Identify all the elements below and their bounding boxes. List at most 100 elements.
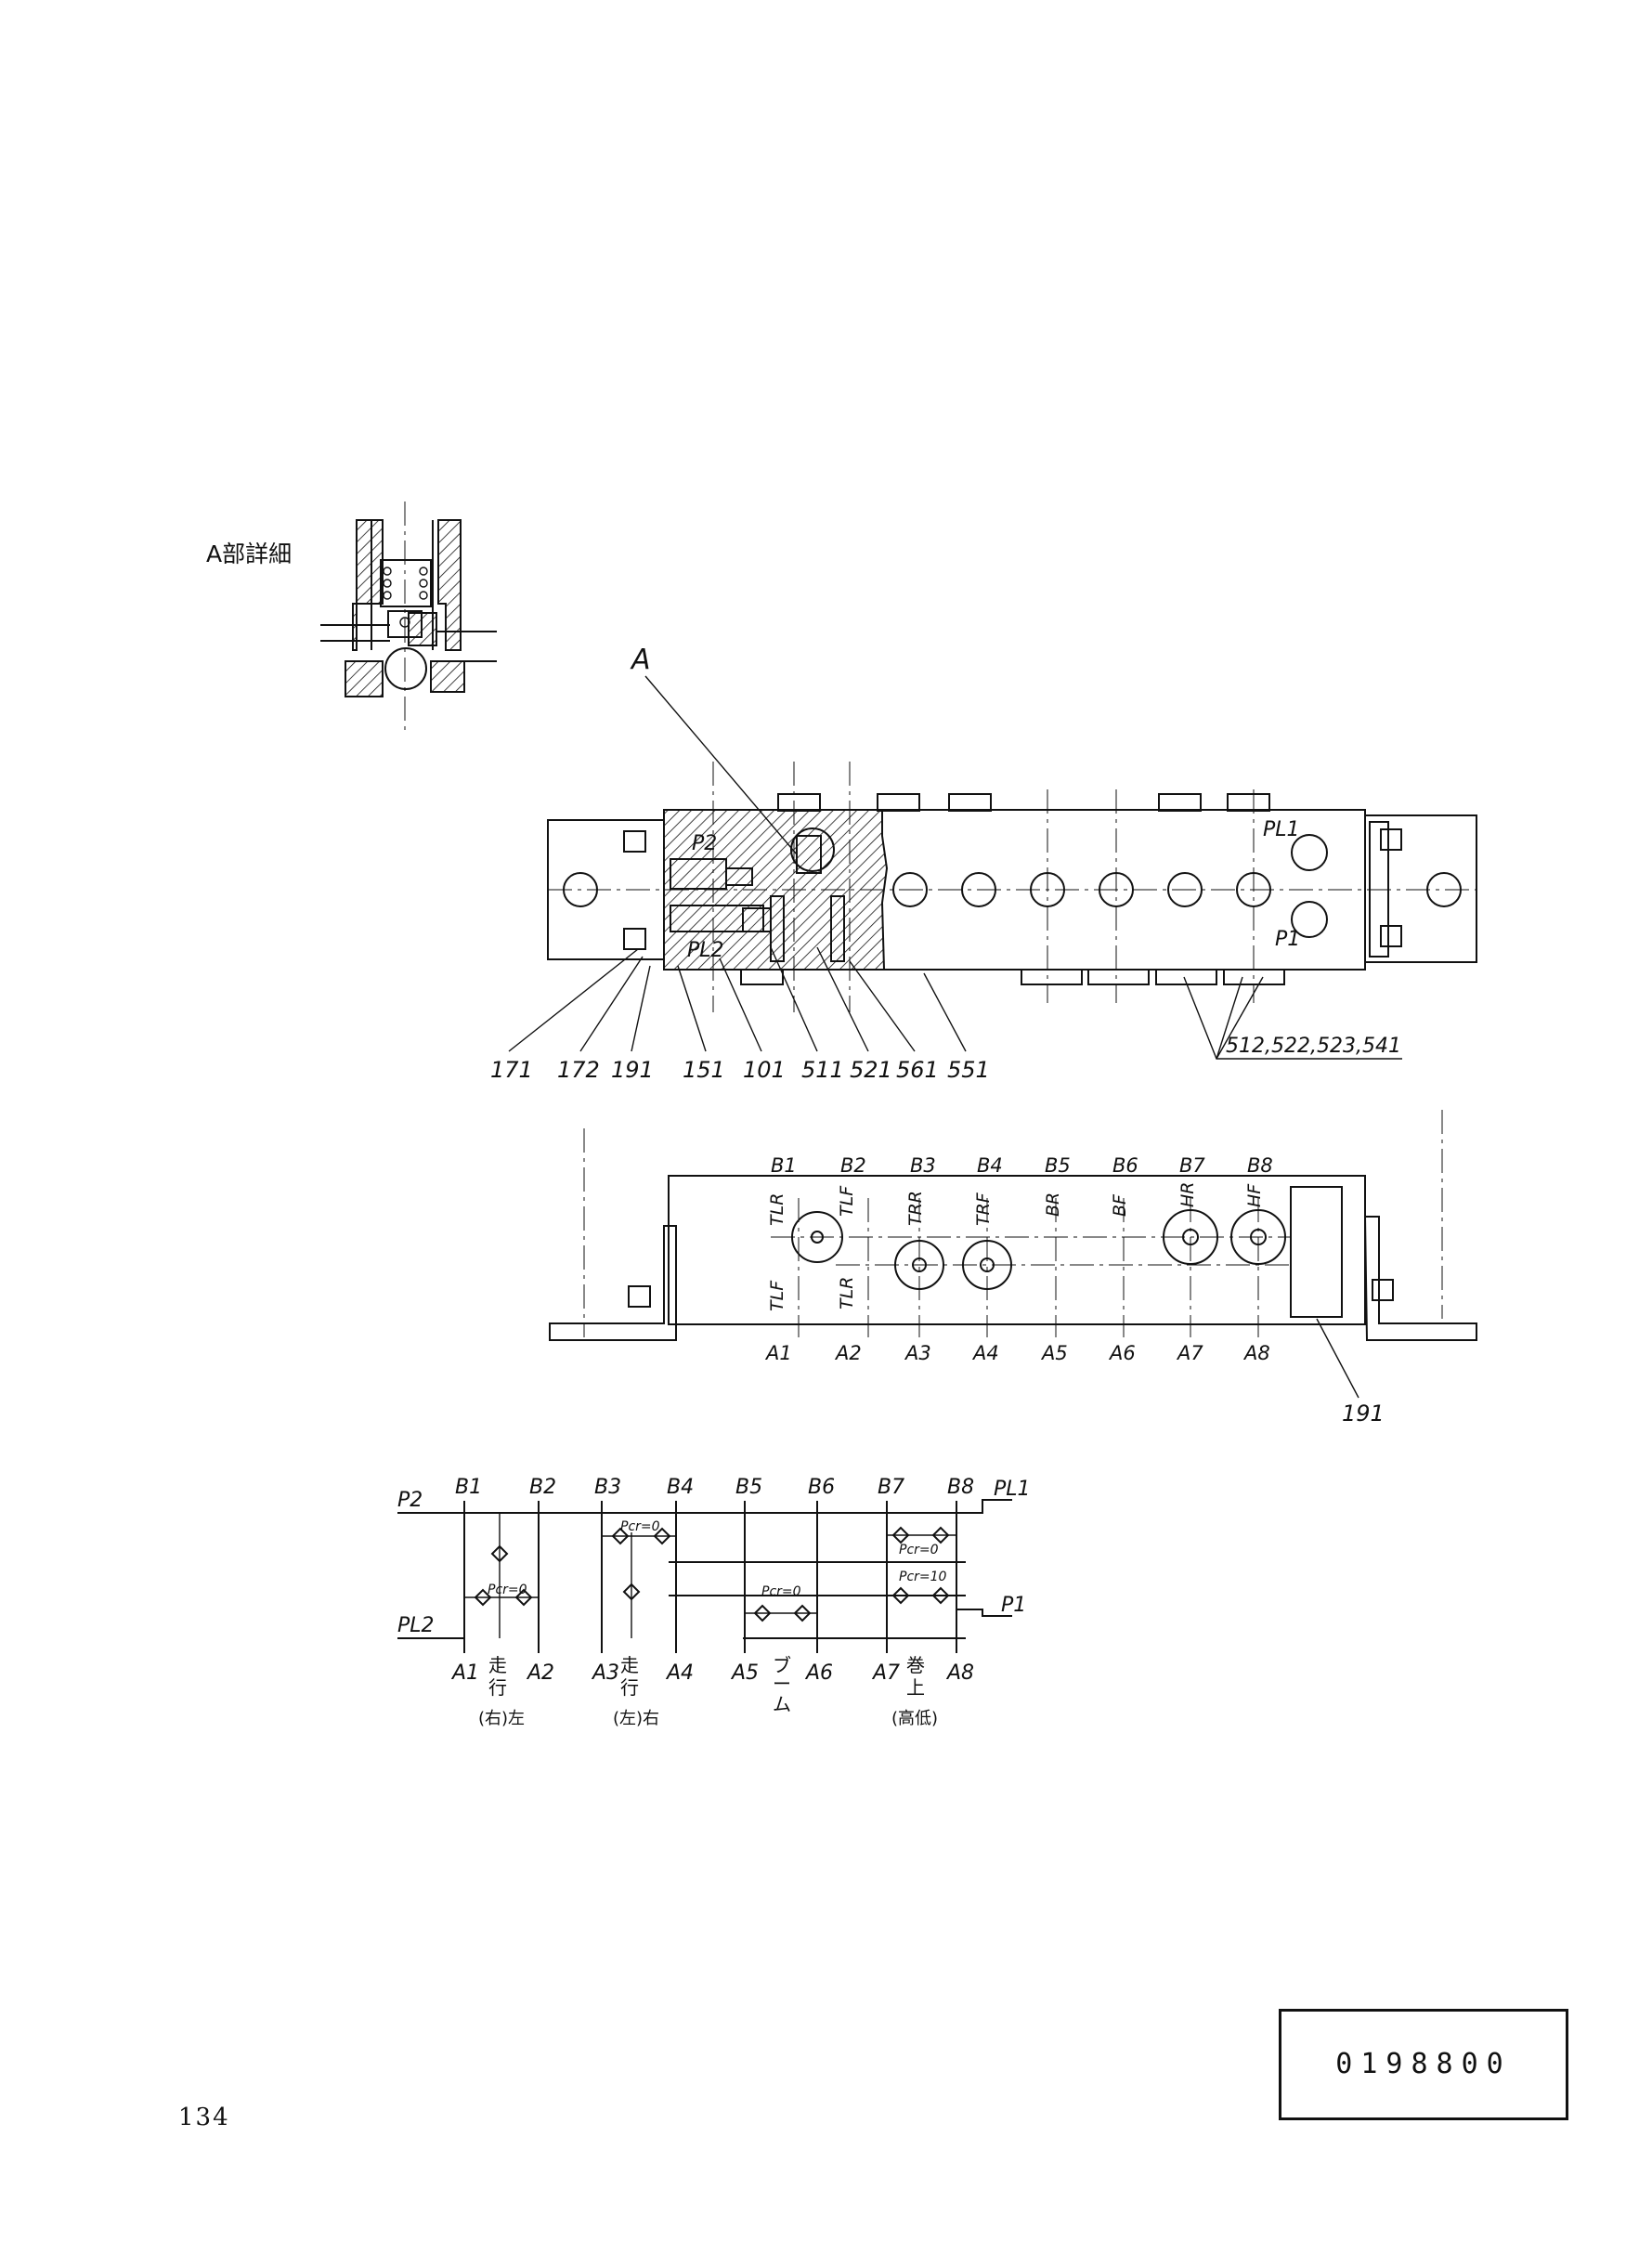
code-label: TRF — [973, 1192, 994, 1226]
part-number: 521 — [850, 1057, 892, 1083]
valve-setting: Pcr=0 — [488, 1583, 527, 1597]
code-label: TRR — [905, 1191, 926, 1226]
front-port-bosses — [791, 1209, 1286, 1290]
left-mount-bracket — [549, 1225, 677, 1341]
detail-a-view: A部詳細 — [206, 502, 497, 734]
detail-left-wall — [352, 519, 384, 651]
code-label: TLF — [767, 1280, 787, 1311]
function-label: (右)左 — [478, 1709, 525, 1728]
page-number: 134 — [178, 2104, 230, 2131]
port-label: A7 — [871, 1661, 900, 1685]
inlet-label: P1 — [1001, 1594, 1026, 1617]
valve-assembly-view: A P2 PL2 — [490, 644, 1477, 1083]
detail-check-ball — [384, 647, 427, 690]
port-label: B6 — [808, 1476, 835, 1499]
port-label: A2 — [834, 1342, 862, 1364]
front-a-port-labels: A1 A2 A3 A4 A5 A6 A7 A8 — [764, 1342, 1270, 1364]
circuit-a-port-labels: A1 A2 A3 A4 A5 A6 A7 A8 — [450, 1661, 974, 1685]
port-label: A4 — [665, 1661, 694, 1685]
port-label: A1 — [450, 1661, 479, 1685]
valve-setting: Pcr=0 — [620, 1519, 660, 1534]
function-label: 走 — [620, 1654, 639, 1676]
code-label: TLR — [767, 1193, 787, 1226]
port-label: B8 — [947, 1476, 974, 1499]
function-label: 行 — [620, 1676, 639, 1699]
code-label: TLF — [837, 1185, 857, 1217]
section-label-pl2: PL2 — [687, 939, 724, 962]
right-mount-bracket — [1363, 1216, 1477, 1341]
port-label-p1: P1 — [1275, 928, 1300, 951]
valve-setting: Pcr=10 — [899, 1570, 947, 1584]
port-pl1 — [1291, 834, 1328, 871]
function-label: 走 — [488, 1654, 507, 1676]
part-number: 561 — [896, 1057, 939, 1083]
part-number: 511 — [801, 1057, 844, 1083]
code-label: HR — [1177, 1182, 1198, 1208]
mount-bolt-top-left — [623, 830, 646, 853]
valve-setting-labels: Pcr=0 Pcr=0 Pcr=0 Pcr=0 Pcr=10 — [488, 1519, 947, 1599]
front-end-cover — [1290, 1186, 1343, 1318]
port-label: B5 — [735, 1476, 762, 1499]
port-label: A5 — [730, 1661, 759, 1685]
port-label: B7 — [878, 1476, 904, 1499]
part-number: 171 — [490, 1057, 533, 1083]
inlet-label: PL2 — [397, 1614, 435, 1637]
port-label-pl1: PL1 — [1263, 818, 1300, 841]
front-b-port-labels: B1 B2 B3 B4 B5 B6 B7 B8 — [771, 1154, 1273, 1177]
front-part-number: 191 — [1342, 1401, 1385, 1427]
mount-bolt-top-right — [1380, 828, 1402, 851]
port-label: A3 — [904, 1342, 931, 1364]
check-valves — [474, 1526, 950, 1622]
port-label: A4 — [971, 1342, 999, 1364]
port-label: B6 — [1112, 1154, 1138, 1177]
port-label: B1 — [771, 1154, 797, 1177]
part-number: 101 — [743, 1057, 786, 1083]
valve-setting: Pcr=0 — [899, 1543, 939, 1557]
port-label: B7 — [1179, 1154, 1205, 1177]
circuit-function-labels: 走 行 (右)左 走 行 (左)右 ブ ー ム 巻 上 (高低) — [478, 1654, 938, 1728]
port-label: A8 — [1242, 1342, 1270, 1364]
part-number: 172 — [557, 1057, 600, 1083]
circuit-inlet-labels: P2 PL2 PL1 P1 — [397, 1478, 1031, 1637]
code-label: TLR — [837, 1277, 857, 1309]
port-label: B3 — [594, 1476, 621, 1499]
detail-title: A部詳細 — [206, 541, 292, 567]
port-label: B2 — [840, 1154, 866, 1177]
detail-right-wall — [437, 519, 462, 651]
function-label: ム — [773, 1693, 791, 1715]
function-label: (左)右 — [613, 1709, 659, 1728]
inlet-label: P2 — [397, 1489, 423, 1512]
code-label: BF — [1110, 1193, 1130, 1217]
code-label: HF — [1244, 1183, 1265, 1207]
view-a-label: A — [630, 644, 651, 676]
port-label: B2 — [529, 1476, 556, 1499]
front-function-codes: TLR TLF TRR TRF BR BF HR HF TLF TLR — [767, 1182, 1265, 1312]
port-label: B5 — [1045, 1154, 1071, 1177]
port-label: A8 — [945, 1661, 974, 1685]
port-label: A6 — [804, 1661, 833, 1685]
code-label: BR — [1043, 1192, 1063, 1217]
callout-group-label: 512,522,523,541 — [1226, 1035, 1401, 1058]
function-label: (高低) — [891, 1709, 938, 1728]
part-number: 551 — [947, 1057, 990, 1083]
drawing-number: 0198800 — [1335, 2048, 1512, 2080]
function-label: 巻 — [906, 1654, 925, 1676]
function-label: ー — [773, 1673, 791, 1695]
function-label: ブ — [773, 1654, 791, 1676]
port-label: A3 — [591, 1661, 619, 1685]
part-number: 151 — [683, 1057, 725, 1083]
port-p1 — [1291, 901, 1328, 938]
right-end-plate — [1364, 814, 1477, 963]
circuit-branches — [463, 1501, 957, 1653]
mount-bolt-bottom-right — [1380, 925, 1402, 947]
circuit-b-port-labels: B1 B2 B3 B4 B5 B6 B7 B8 — [455, 1476, 974, 1499]
part-number-callouts: 171 172 191 151 101 511 521 561 551 512,… — [490, 1035, 1401, 1083]
drawing-number-box: 0198800 — [1279, 2009, 1568, 2120]
port-label: B4 — [977, 1154, 1003, 1177]
port-label: B8 — [1247, 1154, 1273, 1177]
port-label: A7 — [1176, 1342, 1203, 1364]
function-label: 行 — [488, 1676, 507, 1699]
port-label: B1 — [455, 1476, 482, 1499]
port-label: A2 — [526, 1661, 554, 1685]
